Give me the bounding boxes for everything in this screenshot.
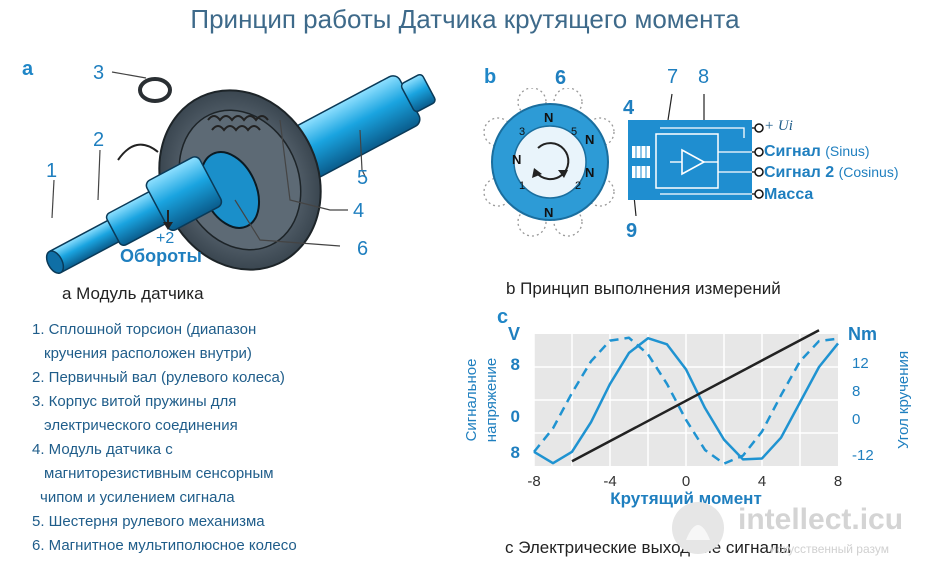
y-right-tick-label: 0 [852, 411, 860, 428]
x-tick-label: 8 [834, 473, 842, 490]
callout-1: 1 [46, 160, 58, 182]
legend-item-2: 2. Первичный вал (рулевого колеса) [32, 369, 285, 386]
series-line-1 [533, 336, 839, 465]
rotation-arrow-icon [535, 142, 570, 181]
x-tick-label: 4 [758, 473, 766, 490]
callout-4: 4 [353, 200, 365, 222]
y-right-tick-label: 12 [852, 355, 869, 372]
x-axis-title: Крутящий момент [610, 489, 762, 508]
pole-number-2: 2 [575, 180, 582, 192]
callout-3: 3 [93, 62, 105, 84]
watermark-subtext: искусственный разум [770, 542, 889, 556]
callout-2: 2 [93, 129, 105, 151]
pole-n-right-bottom: N [585, 165, 595, 180]
callout-b-4: 4 [623, 97, 635, 119]
panel-b-caption: b Принцип выполнения измерений [506, 279, 781, 298]
signal2-terminal: Сигнал 2 (Cosinus) [764, 164, 899, 181]
y-left-tick-label: 8 [511, 443, 520, 462]
y-left-title-line1: Сигнальное [463, 359, 480, 442]
sensor-module-block [628, 93, 760, 216]
x-tick-label: 0 [682, 473, 690, 490]
pole-n-right-top: N [585, 132, 595, 147]
x-tick-label: -8 [527, 473, 540, 490]
supply-terminal-label: + Ui [764, 118, 793, 134]
legend-item-5: 5. Шестерня рулевого механизма [32, 513, 265, 530]
callout-b-8: 8 [698, 66, 710, 88]
y-left-tick-label: 0 [511, 407, 520, 426]
terminal-dots [754, 123, 764, 199]
rotation-label: Обороты [120, 246, 202, 266]
y-right-tick-label: 8 [852, 383, 860, 400]
rotation-count: +2 [156, 230, 175, 247]
unit-right: Nm [848, 324, 877, 344]
pole-number-1: 1 [519, 180, 526, 192]
pole-n-top: N [544, 110, 554, 125]
callout-b-9: 9 [626, 220, 638, 242]
pole-n-left: N [512, 152, 522, 167]
callout-b-6: 6 [555, 67, 567, 89]
pole-number-3: 3 [519, 126, 526, 138]
y-left-tick-label: 8 [511, 355, 520, 374]
callout-6: 6 [357, 238, 369, 260]
spring-coils [207, 115, 269, 132]
panel-b-letter: b [484, 66, 497, 88]
y-left-title-line2: напряжение [483, 358, 500, 442]
y-right-tick-label: -12 [852, 447, 874, 464]
panel-c-letter: c [497, 306, 509, 328]
series-line-2 [571, 329, 820, 463]
watermark-logo-icon [672, 502, 724, 554]
legend-item-6: 6. Магнитное мультиполюсное колесо [32, 537, 297, 554]
rotation-arrow-icon [117, 143, 159, 161]
page-title: Принцип работы Датчика крутящего момента [190, 4, 740, 34]
watermark-text: intellect.icu [738, 503, 904, 536]
y-right-title: Угол кручения [895, 351, 912, 449]
input-shaft [45, 156, 223, 274]
pole-number-5: 5 [571, 126, 578, 138]
panel-a-letter: a [22, 58, 34, 80]
x-tick-label: -4 [603, 473, 616, 490]
panel-a-caption: а Модуль датчика [62, 284, 204, 303]
callout-5: 5 [357, 167, 369, 189]
signal1-terminal: Сигнал (Sinus) [764, 143, 870, 160]
torque-sensor-illustration [45, 71, 436, 274]
multipole-wheel-diagram [483, 88, 615, 237]
series-line-0 [533, 336, 839, 465]
panel-c-caption: с Электрические выходные сигналы [505, 538, 792, 557]
callout-b-7: 7 [667, 66, 679, 88]
spring-housing-loop [138, 77, 172, 103]
pole-n-bottom: N [544, 205, 554, 220]
unit-left: V [508, 324, 520, 344]
ground-terminal: Масса [764, 186, 814, 203]
